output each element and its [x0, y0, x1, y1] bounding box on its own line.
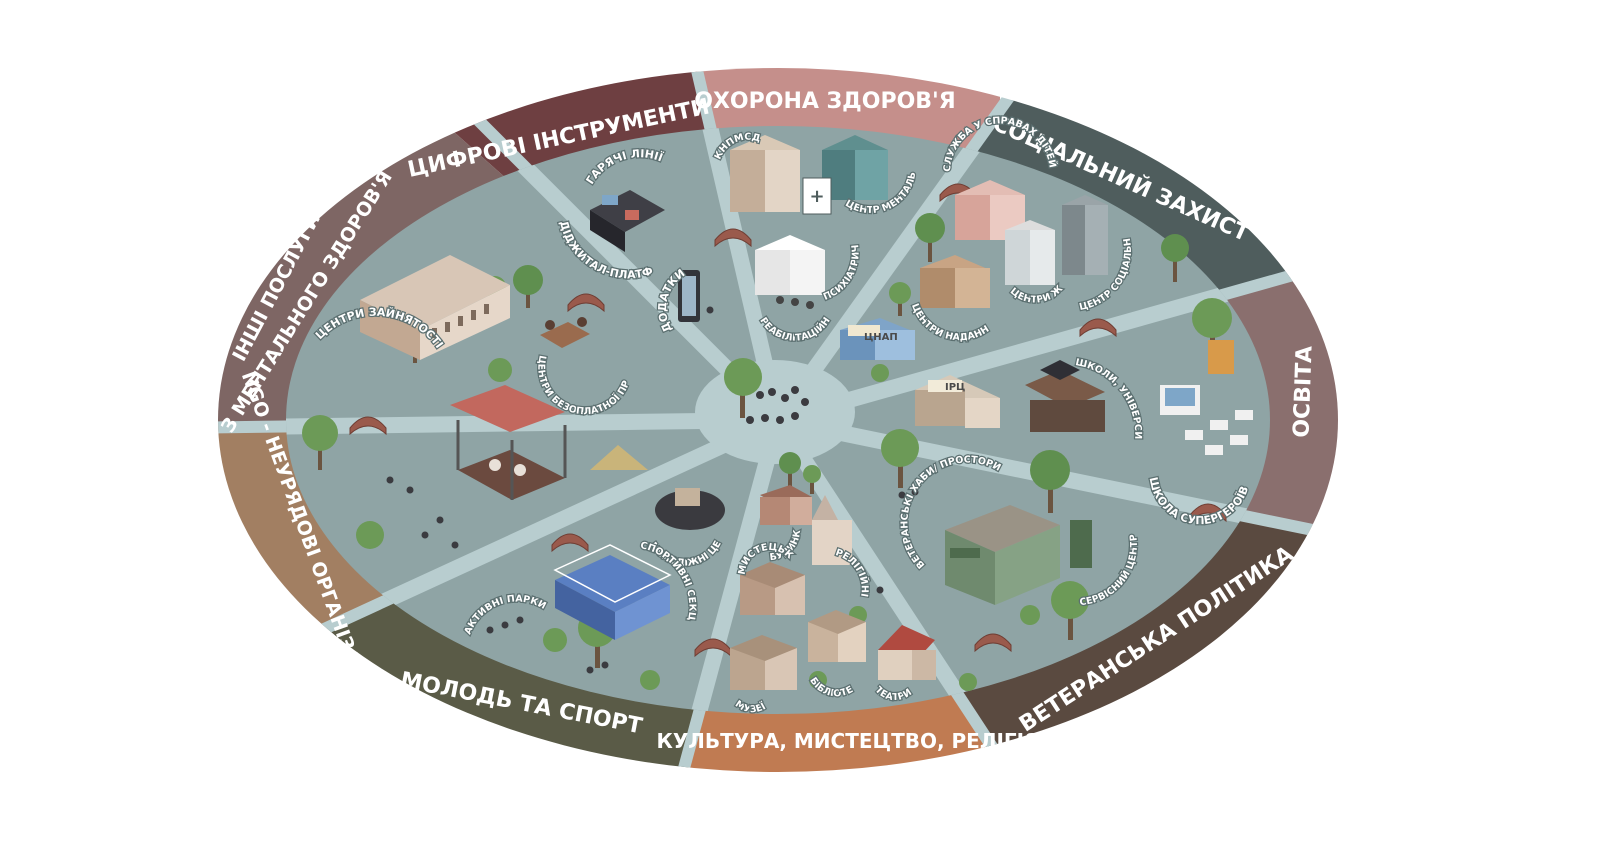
tree-icon	[302, 415, 338, 470]
veteran-hub-building	[945, 505, 1092, 605]
digital-tools-icon	[590, 190, 700, 322]
rehab-center-group	[776, 296, 814, 309]
culture-buildings	[730, 485, 936, 690]
healthcare-buildings: +	[730, 135, 888, 295]
legal-aid-icon	[540, 317, 590, 348]
employment-center-building	[360, 255, 510, 360]
bridge-icon	[1189, 503, 1227, 523]
bridge-icon	[349, 416, 387, 436]
tree-icon	[915, 213, 945, 262]
youth-center-icon	[655, 488, 725, 530]
bridge-icon	[714, 228, 752, 248]
tree-icon	[1030, 450, 1070, 513]
tent-icon	[590, 445, 648, 470]
label-ird: ІРЦ	[945, 382, 965, 393]
education-buildings	[915, 340, 1253, 455]
tree-icon	[1161, 234, 1189, 282]
sport-ring-icon	[553, 544, 672, 640]
bridge-icon	[567, 293, 605, 313]
label-tsnap: ЦНАП	[864, 332, 898, 343]
tree-icon	[724, 358, 762, 418]
bridges	[349, 183, 1227, 658]
social-buildings	[840, 180, 1108, 360]
title-okhorona: ОХОРОНА ЗДОРОВ'Я	[694, 89, 956, 114]
tree-icon	[513, 265, 543, 308]
stage-icon	[450, 385, 567, 500]
bridge-icon	[974, 633, 1012, 653]
title-osvita: ОСВІТА	[1289, 345, 1317, 438]
tree-icon	[1051, 581, 1089, 640]
central-plaza	[695, 360, 855, 464]
tree-icon	[889, 282, 911, 316]
bush-icon	[356, 358, 1040, 691]
tree-icon	[881, 429, 919, 488]
people	[386, 306, 919, 674]
tree-icon	[779, 452, 801, 486]
title-kultura: КУЛЬТУРА, МИСТЕЦТВО, РЕЛІГІЯ	[657, 729, 1040, 753]
svg-text:+: +	[809, 186, 824, 207]
bridge-icon	[1079, 318, 1117, 338]
bridge-icon	[551, 533, 589, 553]
tree-icon	[803, 465, 821, 494]
